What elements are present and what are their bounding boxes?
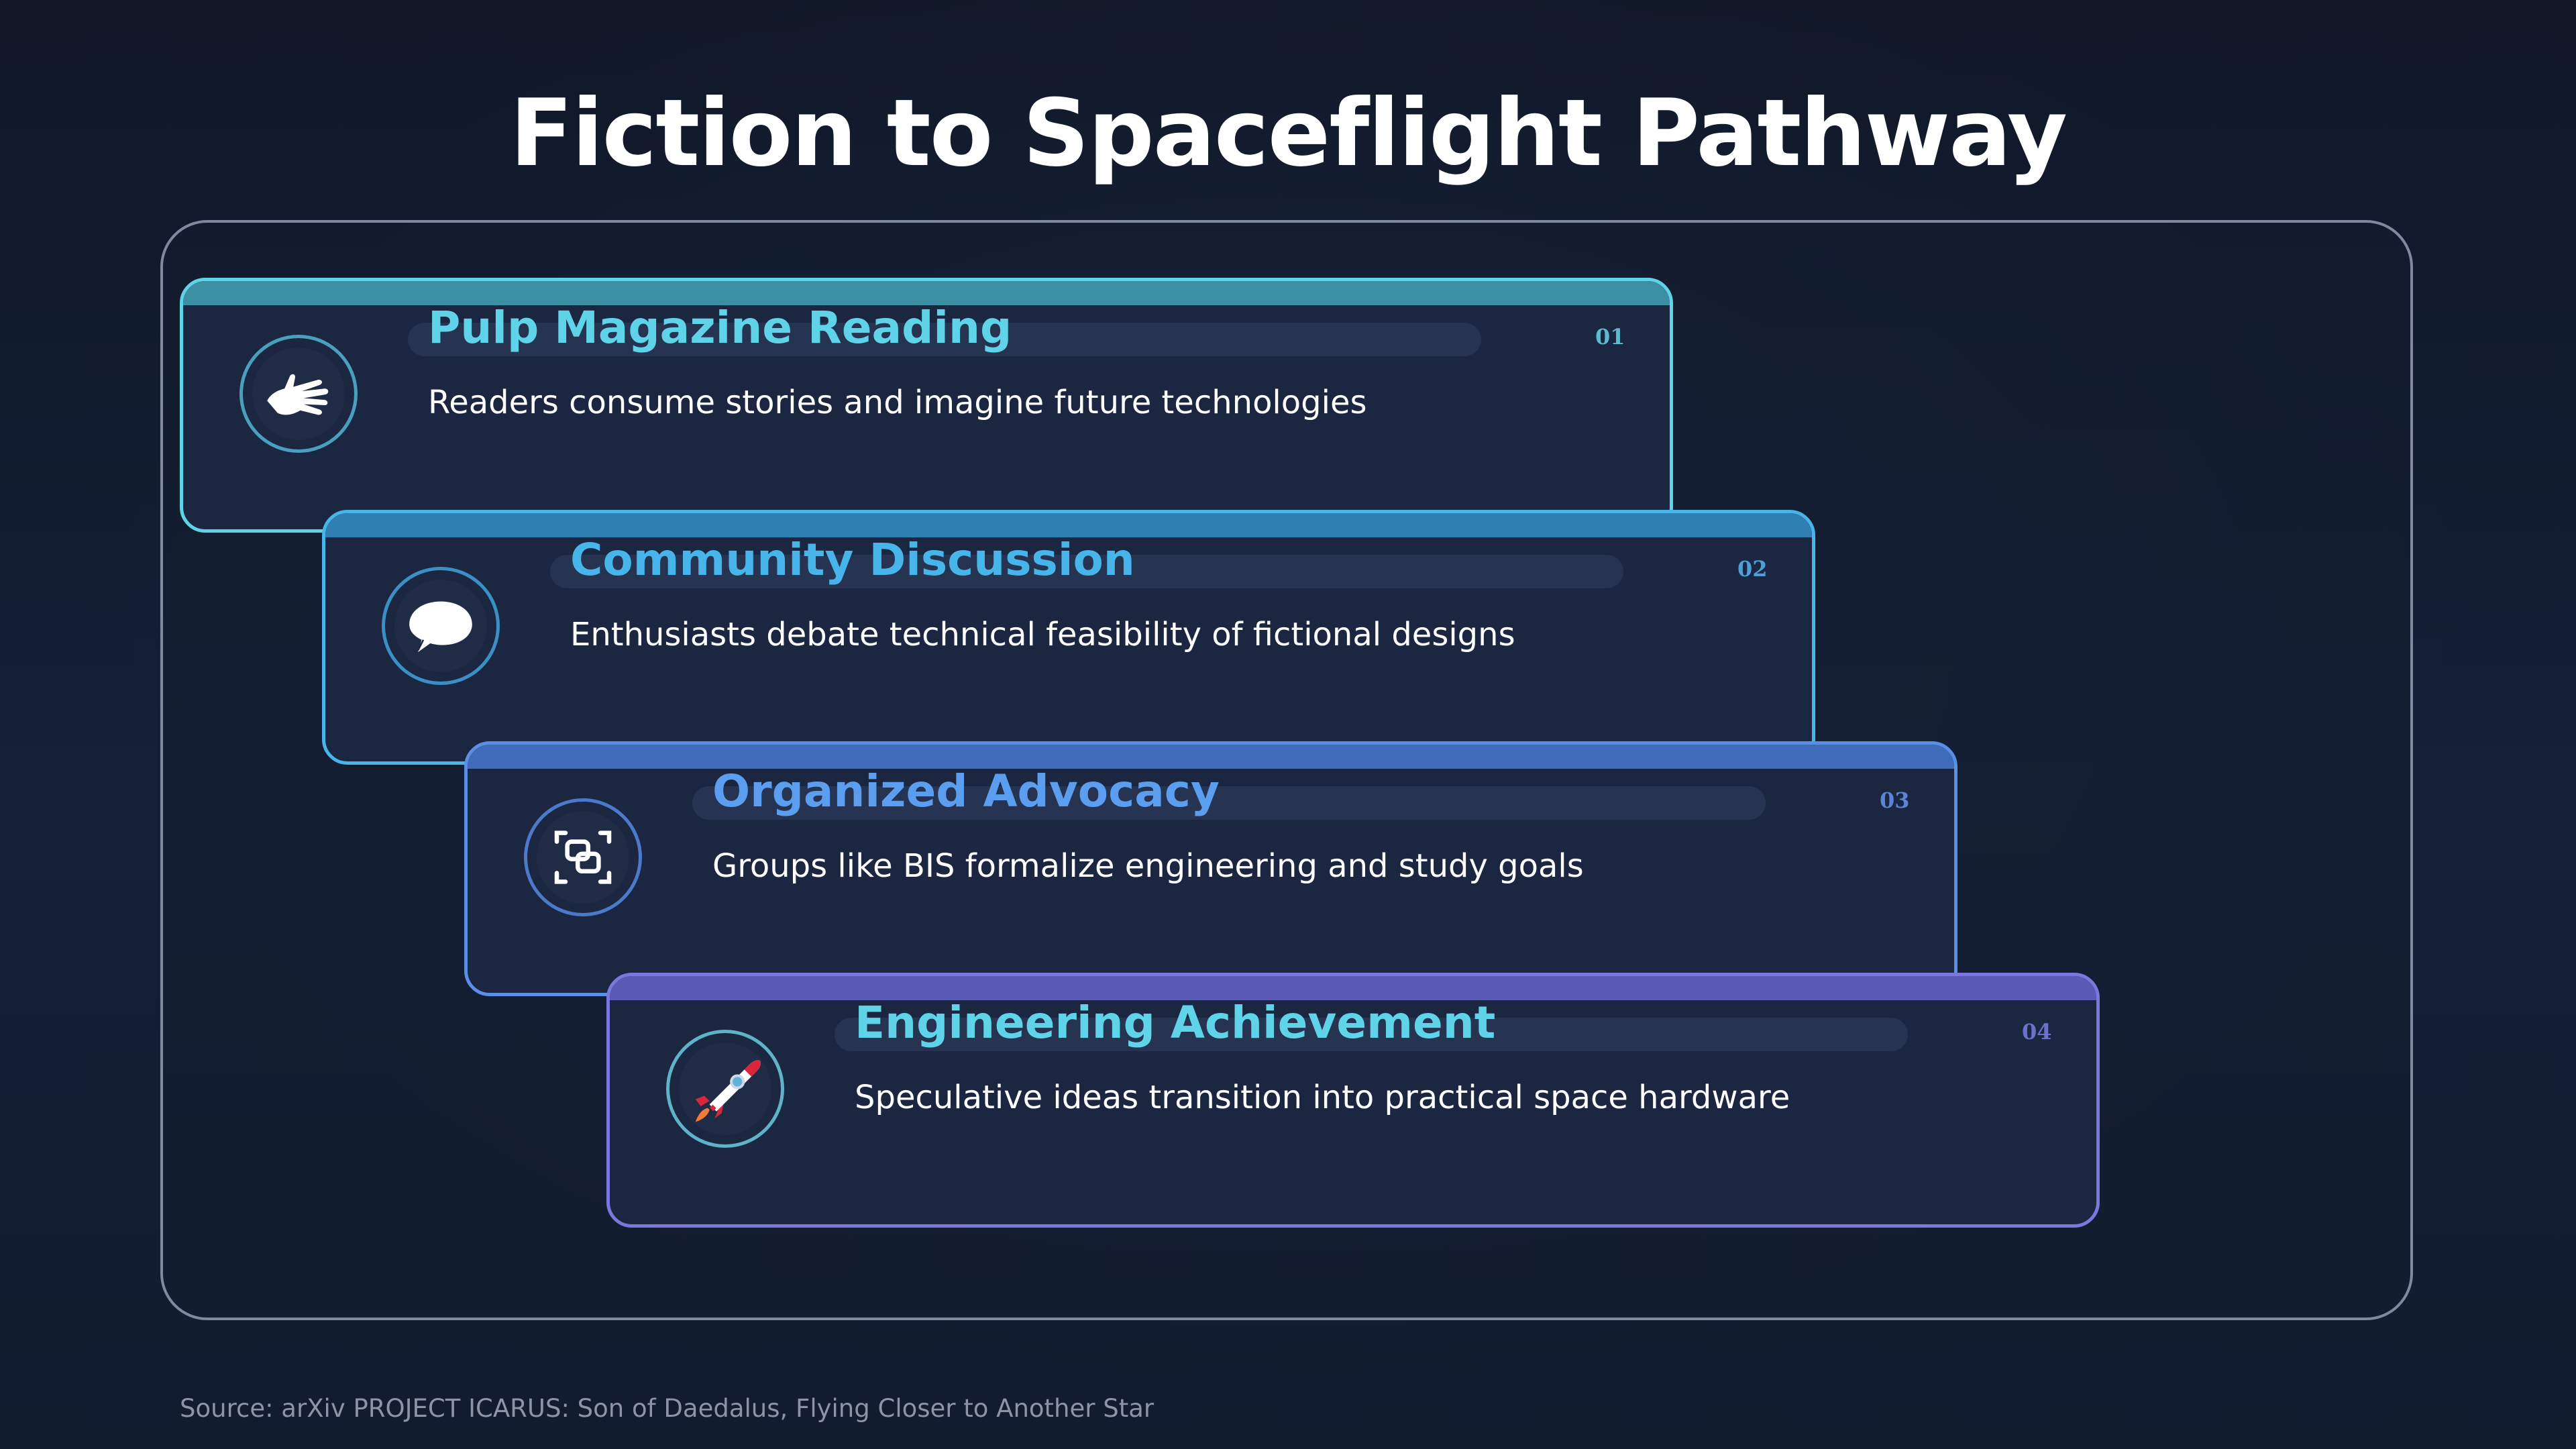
step-card-2: Community Discussion Enthusiasts debate … [322, 510, 1815, 765]
step-title-bar [408, 323, 1481, 356]
step-number: 03 [1880, 788, 1910, 813]
step-title-bar [550, 555, 1623, 588]
step-description: Groups like BIS formalize engineering an… [712, 847, 1584, 885]
rocket-icon [695, 1060, 761, 1122]
step-card-header-band [325, 513, 1812, 537]
step-card-1: Pulp Magazine Reading Readers consume st… [180, 278, 1673, 533]
step-card-header-band [183, 281, 1670, 305]
step-description: Readers consume stories and imagine futu… [428, 384, 1367, 421]
step-title-bar [835, 1018, 1908, 1051]
step-title: Engineering Achievement [855, 997, 1496, 1049]
step-number: 01 [1595, 324, 1625, 350]
step-icon-ring [666, 1030, 784, 1148]
step-icon-ring [382, 567, 500, 685]
page-title: Fiction to Spaceflight Pathway [509, 79, 2068, 187]
step-title: Community Discussion [570, 534, 1135, 586]
grouped-squares-icon [554, 830, 612, 884]
speech-bubble-icon [409, 601, 472, 652]
step-number: 04 [2022, 1019, 2052, 1044]
step-card-3: Organized Advocacy Groups like BIS forma… [464, 741, 1957, 996]
hand-icon [267, 374, 329, 415]
step-card-header-band [468, 745, 1954, 769]
step-title: Organized Advocacy [712, 765, 1220, 817]
step-title-bar [692, 786, 1766, 820]
step-card-header-band [610, 976, 2096, 1000]
step-card-4: Engineering Achievement Speculative idea… [606, 973, 2100, 1228]
step-icon-ring [524, 798, 642, 916]
source-citation: Source: arXiv PROJECT ICARUS: Son of Dae… [180, 1394, 1155, 1423]
step-title: Pulp Magazine Reading [428, 302, 1012, 354]
step-number: 02 [1737, 556, 1768, 582]
step-description: Enthusiasts debate technical feasibility… [570, 616, 1515, 653]
step-icon-ring [239, 335, 358, 453]
step-description: Speculative ideas transition into practi… [855, 1079, 1790, 1116]
